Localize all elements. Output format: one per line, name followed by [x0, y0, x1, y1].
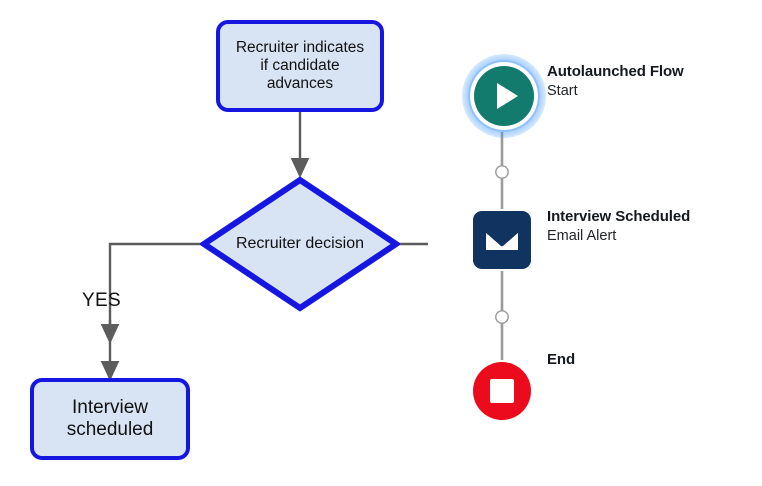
flow-step-email-alert[interactable] [473, 211, 531, 269]
flow-connector-node-1[interactable] [495, 165, 509, 179]
flowchart-node-interview-scheduled[interactable]: Interview scheduled [30, 378, 190, 460]
flow-step-title: Interview Scheduled [547, 208, 691, 225]
flow-step-title: End [547, 351, 576, 368]
flow-step-email-label: Interview Scheduled Email Alert [547, 208, 690, 246]
flow-step-start[interactable] [462, 54, 546, 138]
flow-step-subtitle: Start [547, 82, 578, 99]
flowchart-node-label: Recruiter decision [235, 235, 365, 253]
flow-step-end-label: End [547, 351, 575, 370]
flowchart-node-label: Recruiter indicates if candidate advance… [235, 38, 365, 93]
flow-step-title: Autolaunched Flow [547, 63, 684, 80]
flowchart-node-recruiter-decision[interactable]: Recruiter decision [200, 176, 400, 312]
flowchart-node-label: Interview scheduled [66, 396, 154, 440]
flow-connector-node-2[interactable] [495, 310, 509, 324]
diamond-shape [200, 176, 400, 312]
envelope-icon [473, 211, 531, 269]
flow-step-subtitle: Email Alert [547, 227, 617, 244]
envelope-glyph [484, 227, 520, 250]
flow-step-end[interactable] [473, 362, 531, 420]
branch-label-yes: YES [82, 290, 121, 311]
flow-step-start-label: Autolaunched Flow Start [547, 63, 684, 101]
play-icon [474, 66, 534, 126]
stop-square-icon [473, 362, 531, 420]
flowchart-node-recruiter-indicates[interactable]: Recruiter indicates if candidate advance… [216, 20, 384, 112]
connector-decision-yes [100, 242, 200, 345]
